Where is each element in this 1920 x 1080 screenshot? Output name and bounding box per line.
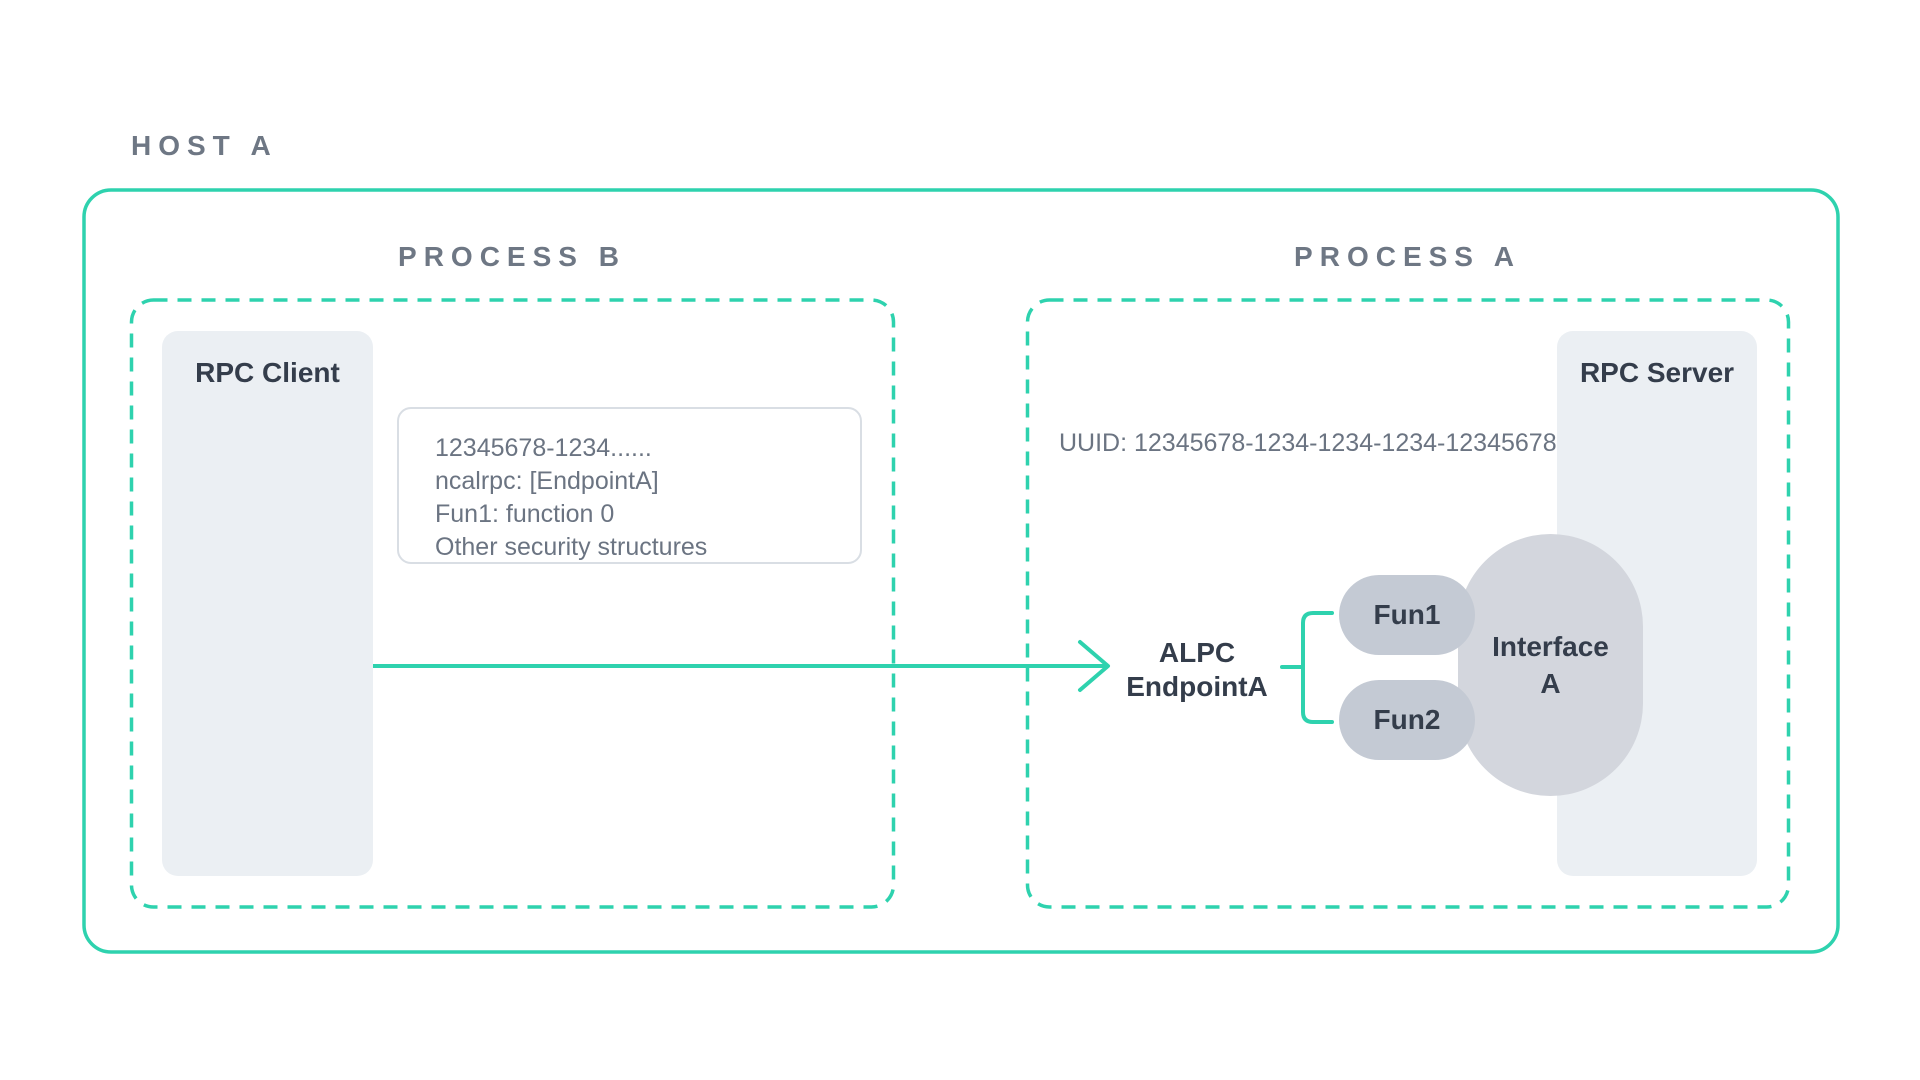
host-a-label: HOST A — [131, 130, 278, 161]
host-a-box — [82, 188, 1840, 954]
process-a-label: PROCESS A — [1294, 241, 1521, 272]
uuid-text: UUID: 12345678-1234-1234-1234-12345678 — [1059, 429, 1557, 457]
interface-a-label: Interface A — [1492, 628, 1609, 702]
binding-info-box: 12345678-1234...... ncalrpc: [EndpointA]… — [397, 407, 862, 564]
interface-a-label-line1: Interface — [1492, 631, 1609, 662]
alpc-endpoint-line2: EndpointA — [1126, 671, 1268, 702]
interface-a-label-line2: A — [1540, 668, 1561, 699]
endpoint-bracket — [1301, 611, 1334, 724]
fun2-label: Fun2 — [1373, 704, 1441, 735]
rpc-call-arrow-head — [1078, 640, 1110, 692]
fun1-label: Fun1 — [1373, 599, 1441, 630]
process-b-label: PROCESS B — [398, 241, 626, 272]
rpc-client-panel: RPC Client — [162, 331, 373, 876]
alpc-endpoint-line1: ALPC — [1158, 637, 1236, 668]
binding-info-line-protocol: ncalrpc: [EndpointA] — [435, 467, 659, 495]
rpc-server-label: RPC Server — [1579, 357, 1735, 388]
interface-a-blob: Interface A — [1458, 534, 1643, 796]
binding-info-line-uuid: 12345678-1234...... — [435, 434, 652, 462]
rpc-client-label: RPC Client — [195, 357, 340, 388]
fun2-pill: Fun2 — [1339, 680, 1475, 760]
binding-info-line-function: Fun1: function 0 — [435, 500, 615, 528]
process-b-box — [129, 298, 896, 909]
alpc-endpoint-label: ALPC EndpointA — [1117, 636, 1277, 704]
process-a-box — [1025, 298, 1791, 909]
fun1-pill: Fun1 — [1339, 575, 1475, 655]
binding-info-line-security: Other security structures — [435, 533, 708, 561]
